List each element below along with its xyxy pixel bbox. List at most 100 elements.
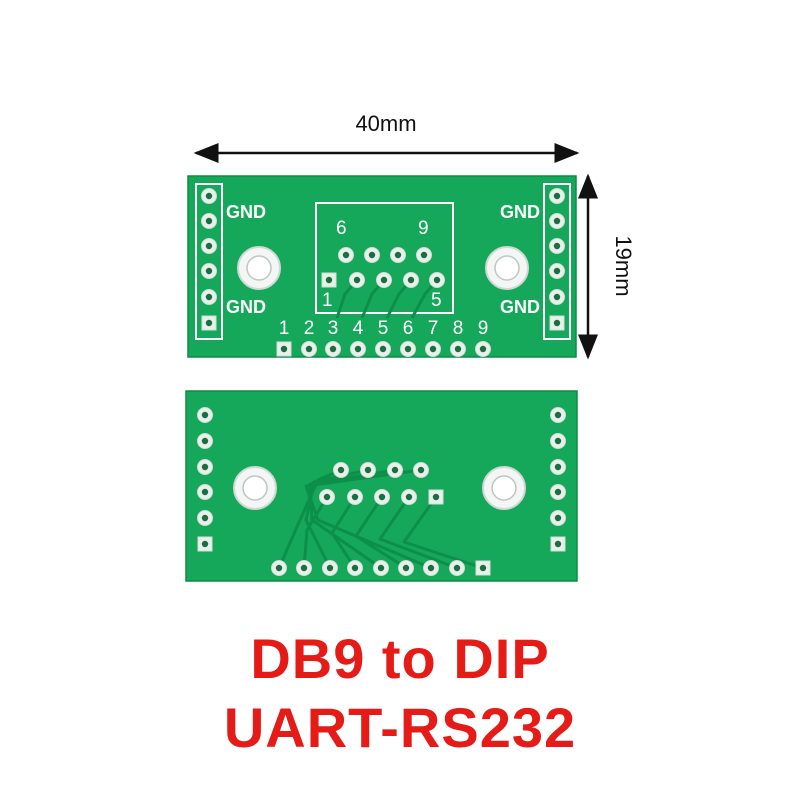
back-dip-pad <box>449 560 465 576</box>
back-db9-pad-top <box>387 462 403 478</box>
left-header-pin <box>201 263 217 279</box>
dip-number-5: 5 <box>378 318 389 339</box>
back-left-pin <box>197 407 213 423</box>
right-header-pin <box>549 238 565 254</box>
dip-number-9: 9 <box>478 318 489 339</box>
back-left-pin <box>197 459 213 475</box>
db9-pin-label-9: 9 <box>418 218 429 239</box>
width-dimension: 40mm <box>193 111 580 163</box>
dip-pad <box>350 341 366 357</box>
back-left-pin <box>197 484 213 500</box>
left-header-pin <box>201 315 217 331</box>
db9-pad-bottom <box>321 272 337 288</box>
dip-pad <box>400 341 416 357</box>
dip-pad <box>276 341 292 357</box>
mounting-hole-left <box>237 246 281 290</box>
back-db9-pad-top <box>360 462 376 478</box>
right-header-pin <box>549 289 565 305</box>
left-header-outline <box>195 183 223 340</box>
dip-number-2: 2 <box>304 318 315 339</box>
right-header-pins <box>549 188 565 331</box>
back-dip-pad <box>296 560 312 576</box>
right-header-pin <box>549 263 565 279</box>
db9-pad-bottom <box>429 272 445 288</box>
back-db9-pad-bottom <box>374 489 390 505</box>
back-dip-pad <box>271 560 287 576</box>
dip-number-7: 7 <box>428 318 439 339</box>
back-db9-pad-bottom <box>428 489 444 505</box>
gnd-label-top-right: GND <box>500 202 540 222</box>
left-header-pins <box>201 188 217 331</box>
back-dip-pad <box>423 560 439 576</box>
db9-pad-bottom <box>403 272 419 288</box>
db9-pin-label-1: 1 <box>322 290 333 311</box>
db9-pin-label-6: 6 <box>336 218 347 239</box>
dip-pad <box>425 341 441 357</box>
right-header-pin <box>549 315 565 331</box>
back-left-pins <box>197 407 213 552</box>
db9-pad-top <box>390 247 406 263</box>
back-db9-pad-bottom <box>401 489 417 505</box>
back-left-pin <box>197 433 213 449</box>
db9-footprint-outline <box>315 202 454 314</box>
back-db9-pads <box>319 462 444 505</box>
gnd-label-top-left: GND <box>226 202 266 222</box>
left-header-pin <box>201 188 217 204</box>
db9-pad-top <box>338 247 354 263</box>
left-header-pin <box>201 238 217 254</box>
back-dip-pad <box>475 560 491 576</box>
back-dip-pad <box>398 560 414 576</box>
dip-number-1: 1 <box>279 318 290 339</box>
back-left-pin <box>197 510 213 526</box>
dip-pad <box>475 341 491 357</box>
db9-pin-label-5: 5 <box>431 290 442 311</box>
back-dip-pad <box>322 560 338 576</box>
back-trace-bottom <box>330 496 357 569</box>
back-mounting-hole-right <box>482 466 526 510</box>
dip-pads <box>276 341 491 357</box>
dip-pad <box>375 341 391 357</box>
height-label: 19mm <box>611 235 636 296</box>
left-header-pin <box>201 289 217 305</box>
gnd-label-bottom-left: GND <box>226 297 266 317</box>
dip-number-3: 3 <box>328 318 339 339</box>
back-right-pin <box>550 459 566 475</box>
back-trace-top <box>304 468 432 570</box>
back-db9-pad-bottom <box>319 489 335 505</box>
back-right-pin <box>550 484 566 500</box>
db9-pads <box>321 247 445 288</box>
back-dip-pads <box>271 560 491 576</box>
dip-pad <box>301 341 317 357</box>
back-pcb-board <box>185 390 578 582</box>
right-header-pin <box>549 213 565 229</box>
back-right-pin <box>550 510 566 526</box>
right-header-pin <box>549 188 565 204</box>
back-trace-bottom <box>402 496 484 570</box>
width-label: 40mm <box>355 111 416 136</box>
gnd-label-bottom-right: GND <box>500 297 540 317</box>
mounting-hole-right <box>485 246 529 290</box>
db9-pad-bottom <box>376 272 392 288</box>
right-header-outline <box>543 183 571 340</box>
dip-pad <box>450 341 466 357</box>
caption-line-2: UART-RS232 <box>223 696 577 759</box>
dip-number-6: 6 <box>403 318 414 339</box>
back-trace-bottom <box>354 496 407 570</box>
db9-pad-bottom <box>349 272 365 288</box>
back-mounting-hole-left <box>233 466 277 510</box>
back-dip-pad <box>373 560 389 576</box>
back-right-pin <box>550 536 566 552</box>
db9-pad-top <box>416 247 432 263</box>
back-db9-pad-top <box>333 462 349 478</box>
left-header-pin <box>201 213 217 229</box>
height-dimension: 19mm <box>578 173 636 360</box>
dip-pad <box>325 341 341 357</box>
back-db9-pad-top <box>413 462 429 478</box>
front-pcb-board: GND GND GND GND 6 9 1 5 1 2 3 4 5 6 7 <box>187 175 577 358</box>
back-db9-pad-bottom <box>347 489 363 505</box>
back-left-pin <box>197 536 213 552</box>
dip-pin-numbers: 1 2 3 4 5 6 7 8 9 <box>279 318 489 339</box>
back-right-pin <box>550 433 566 449</box>
back-dip-pad <box>347 560 363 576</box>
